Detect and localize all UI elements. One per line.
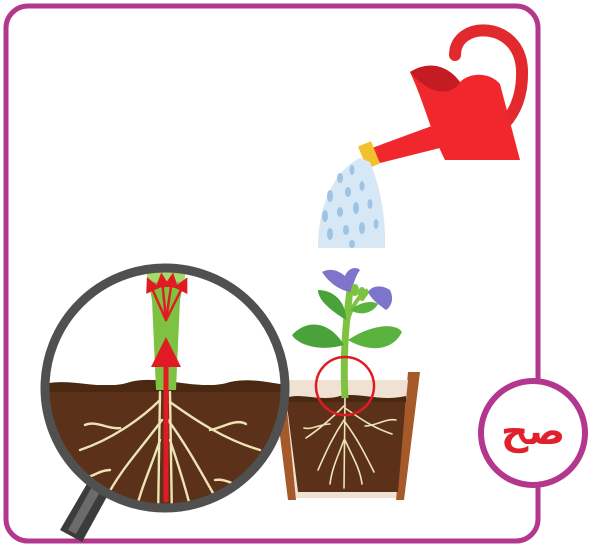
answer-badge: صح (478, 378, 588, 488)
answer-label: صح (501, 412, 565, 450)
